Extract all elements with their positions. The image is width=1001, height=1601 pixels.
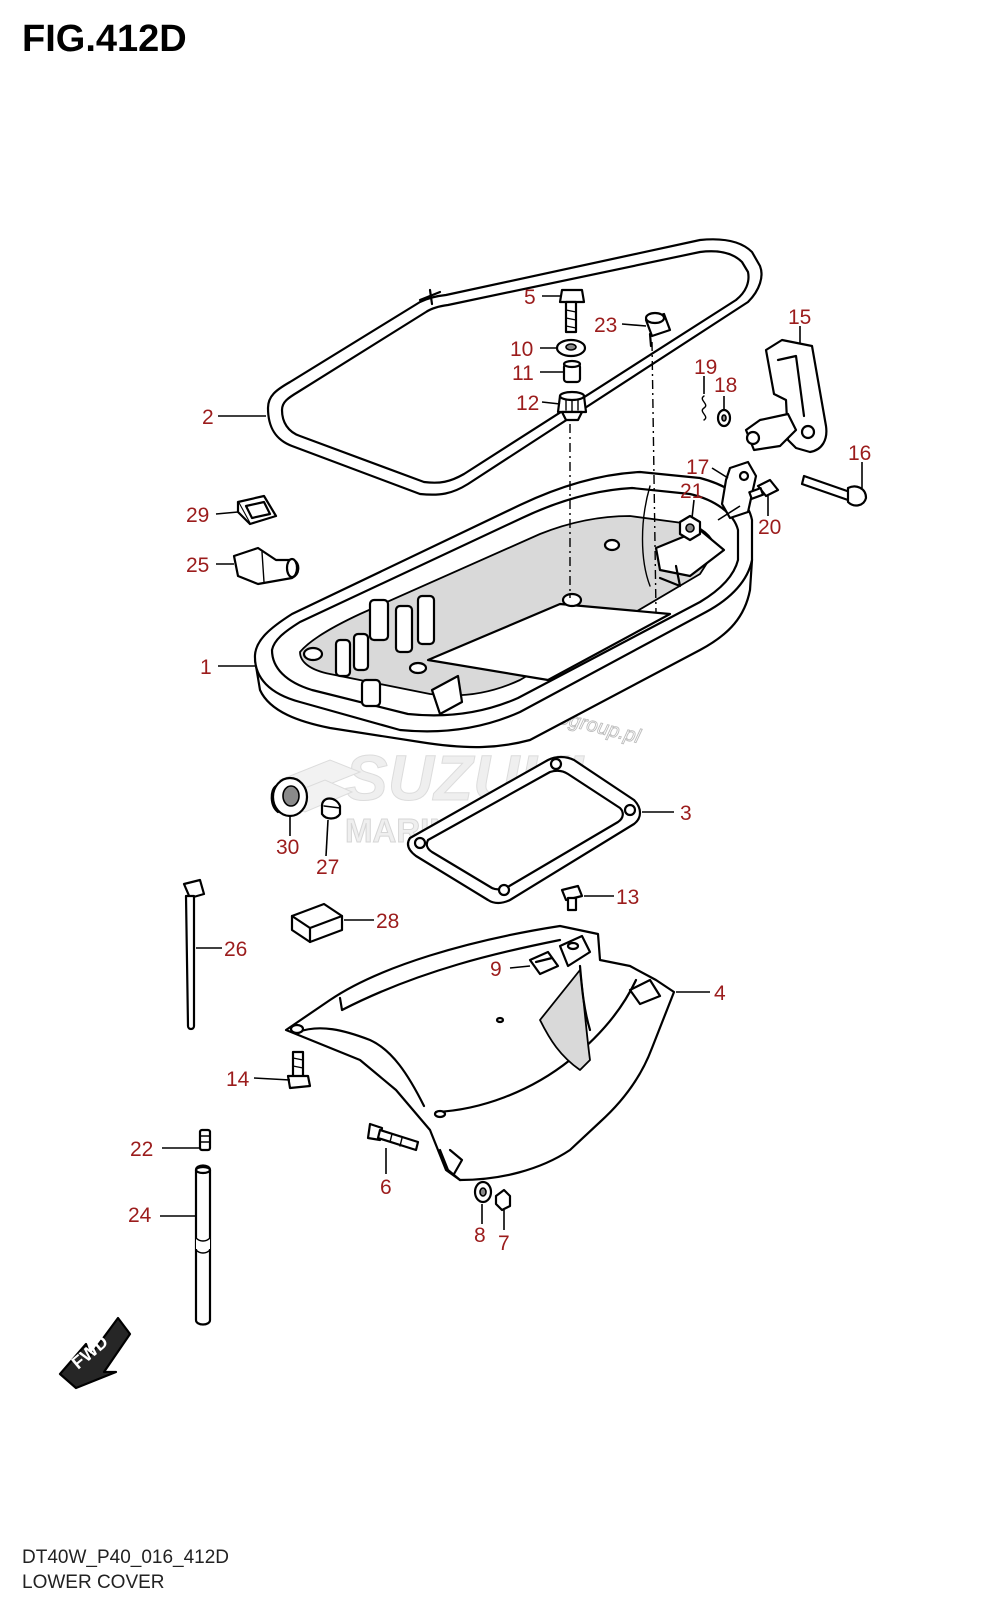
callout-15: 15 [788,306,811,329]
part-4-under-cover [284,924,676,1182]
part-11-collar [562,359,582,384]
callout-21: 21 [680,480,703,503]
part-6-bolt [366,1122,420,1152]
part-2-seal-ring [266,238,763,496]
callout-25: 25 [186,554,209,577]
callout-10: 10 [510,338,533,361]
alignment-line-23 [651,341,657,613]
part-24-hose [194,1164,212,1326]
drawing-code: DT40W_P40_016_412D [22,1547,230,1568]
part-1-lower-cover-pan [253,470,754,749]
part-21-nut [678,514,702,542]
callout-9: 9 [490,958,502,981]
part-25-hose-elbow [232,546,300,586]
part-27-plug [320,797,342,820]
callout-1: 1 [200,656,212,679]
part-14-bolt [286,1050,312,1090]
part-30-grommet [270,776,309,818]
part-23-cap [644,311,672,348]
callout-27: 27 [316,856,339,879]
callout-24: 24 [128,1204,152,1227]
callouts: 1 2 3 4 5 6 7 8 9 10 11 12 13 14 15 16 1… [128,286,871,1255]
part-5-bolt [558,288,586,334]
part-20-bolt [748,478,780,500]
part-19-spring [701,395,707,421]
part-28-cushion [290,902,344,944]
callout-4: 4 [714,982,726,1005]
callout-17: 17 [686,456,709,479]
part-16-pin [800,474,868,507]
fwd-arrow-icon: FWD [58,1316,132,1390]
callout-7: 7 [498,1232,510,1255]
callout-5: 5 [524,286,536,309]
callout-19: 19 [694,356,717,379]
callout-14: 14 [226,1068,250,1091]
part-15-bracket [744,338,828,454]
part-26-cable-tie [182,878,206,1031]
part-7-nut [494,1188,512,1212]
part-3-gasket [406,755,642,905]
callout-8: 8 [474,1224,486,1247]
part-17-stopper [720,460,758,520]
callout-12: 12 [516,392,539,415]
callout-28: 28 [376,910,399,933]
leader-lines [160,295,863,1230]
part-9-clip-nut [528,950,560,976]
callout-11: 11 [512,362,534,385]
part-8-washer [473,1180,493,1204]
part-18-washer [716,408,732,428]
callout-2: 2 [202,406,214,429]
callout-26: 26 [224,938,247,961]
part-10-washer [555,338,587,358]
figure-title: FIG.412D [22,18,187,60]
callout-16: 16 [848,442,871,465]
callout-30: 30 [276,836,299,859]
part-13-screw [560,884,584,912]
callout-29: 29 [186,504,209,527]
part-12-grommet [556,390,588,422]
callout-23: 23 [594,314,617,337]
callout-6: 6 [380,1176,392,1199]
figure-caption: LOWER COVER [22,1572,165,1593]
callout-20: 20 [758,516,781,539]
callout-18: 18 [714,374,737,397]
callout-22: 22 [130,1138,153,1161]
part-22-connector [198,1128,212,1152]
callout-3: 3 [680,802,692,825]
callout-13: 13 [616,886,639,909]
part-29-grommet [236,494,278,526]
